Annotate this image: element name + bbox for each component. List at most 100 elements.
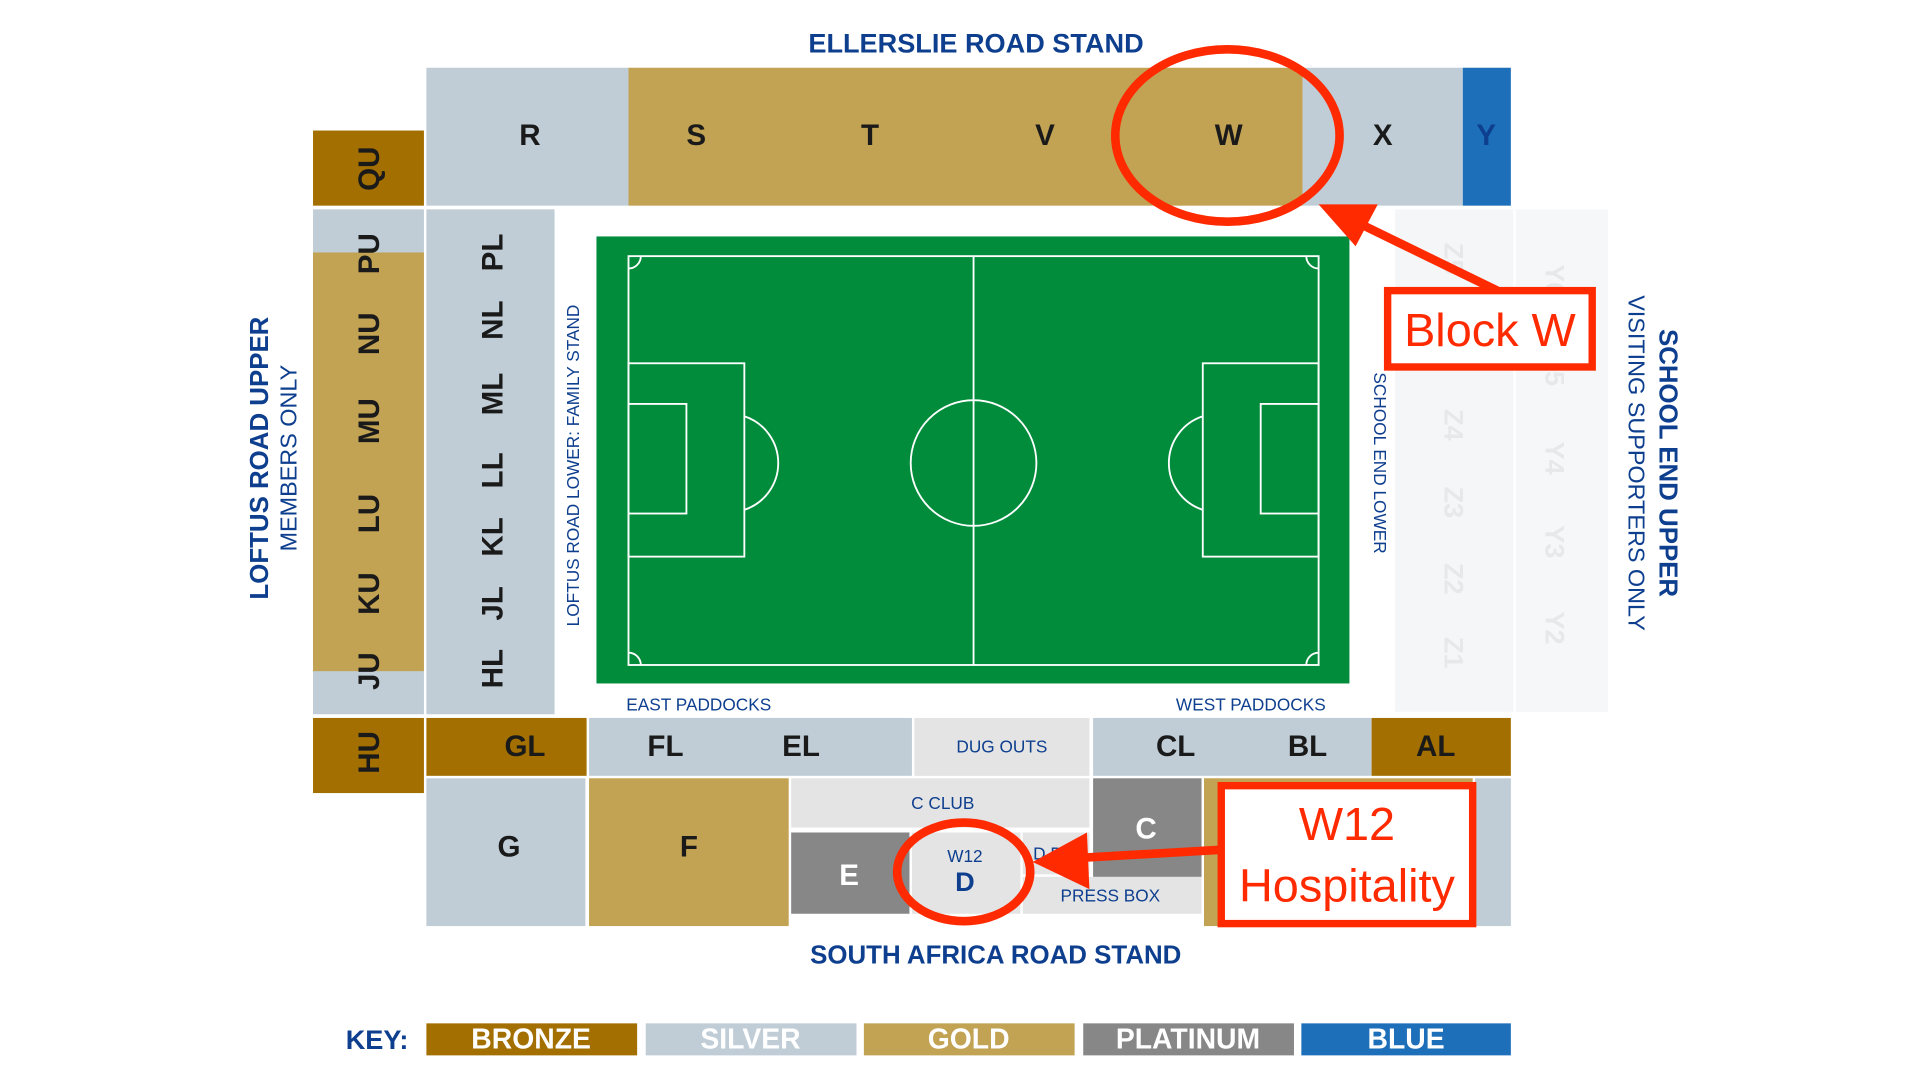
east-paddocks-label: EAST PADDOCKS [626,694,771,714]
label-fl: FL [647,730,683,763]
key-gold: GOLD [928,1023,1010,1055]
label-g: G [497,831,520,864]
school-end-lower-title: SCHOOL END LOWER [1370,372,1390,553]
label-c-club: C CLUB [911,793,974,813]
block-qu[interactable] [313,130,424,206]
w12-callout-line2: Hospitality [1239,859,1456,911]
label-y4: Y4 [1540,442,1571,475]
key-platinum: PLATINUM [1116,1023,1260,1055]
label-y: Y [1476,119,1496,152]
block-g[interactable] [426,778,586,927]
w12-arrowhead-icon [1032,832,1090,890]
loftus-road-lower-title: LOFTUS ROAD LOWER: FAMILY STAND [563,305,583,627]
label-al: AL [1416,730,1455,763]
label-gl: GL [504,730,545,763]
key-blue-swatch [1301,1023,1511,1056]
key-blue: BLUE [1368,1023,1445,1055]
label-r: R [519,119,540,152]
label-z1: Z1 [1439,637,1470,669]
label-dug-outs: DUG OUTS [956,736,1047,756]
press-box [1022,876,1202,914]
west-upper-gold[interactable] [313,252,424,672]
ellerslie-road-stand-title: ELLERSLIE ROAD STAND [808,28,1143,59]
label-z3: Z3 [1439,487,1470,519]
block-d[interactable] [911,832,1021,914]
block-e[interactable] [791,832,910,914]
label-y3: Y3 [1540,525,1571,558]
label-w12: W12 [947,846,982,866]
label-w: W [1215,119,1243,152]
pitch [596,236,1350,684]
block-a[interactable] [1475,778,1511,927]
label-y2: Y2 [1540,611,1571,644]
key-gold-swatch [863,1023,1075,1056]
label-z2: Z2 [1439,563,1470,595]
label-hl: HL [476,649,509,688]
label-pu: PU [353,233,386,274]
label-mu: MU [353,398,386,444]
label-hu: HU [353,731,386,774]
label-f: F [680,831,698,864]
label-kl: KL [476,517,509,556]
block-al[interactable] [1371,717,1511,776]
label-s: S [686,119,706,152]
visiting-supporters-note: VISITING SUPPORTERS ONLY [1624,295,1650,631]
west-upper-labels: QU PU NU MU LU KU JU HU [353,147,386,774]
label-cl: CL [1156,730,1195,763]
key-label: KEY: [346,1024,409,1055]
block-y[interactable] [1462,67,1511,206]
label-press-box: PRESS BOX [1061,885,1161,905]
label-ll: LL [476,452,509,488]
block-w-highlight-circle [1110,44,1344,226]
label-d: D [955,866,975,897]
key-silver: SILVER [700,1023,800,1055]
label-nl: NL [476,300,509,339]
key-bronze-swatch [426,1023,638,1056]
block-w-annotation: Block W [1110,44,1596,371]
school-end-upper-title: SCHOOL END UPPER [1653,329,1681,597]
label-pl: PL [476,234,509,272]
block-w-arrow-line [1353,217,1500,295]
block-w-callout-text: Block W [1404,304,1576,356]
label-z4: Z4 [1439,409,1470,441]
block-w-callout-box [1383,286,1596,371]
loftus-road-upper-title: LOFTUS ROAD UPPER [246,316,274,599]
label-e: E [839,859,859,892]
block-f[interactable] [589,778,789,927]
label-ml: ML [476,373,509,416]
w12-highlight-circle [892,818,1035,926]
label-qu: QU [353,147,386,191]
w12-callout-box [1217,781,1477,928]
label-jl: JL [476,586,509,620]
w12-annotation: W12 Hospitality [892,781,1477,928]
c-club[interactable] [791,778,1090,828]
block-w-arrowhead-icon [1318,204,1378,247]
key-platinum-swatch [1083,1023,1294,1056]
blocks-cl-bl[interactable] [1093,717,1372,776]
label-bl: BL [1288,730,1327,763]
dug-outs [914,717,1090,776]
key-bronze: BRONZE [471,1023,591,1055]
block-r[interactable] [426,67,629,206]
south-africa-road-stand-title: SOUTH AFRICA ROAD STAND [810,942,1181,970]
west-lower-labels: PL NL ML LL KL JL HL [476,234,509,689]
label-v: V [1035,119,1055,152]
label-c: C [1135,812,1156,845]
key-silver-swatch [645,1023,857,1056]
block-x[interactable] [1302,67,1463,206]
block-hu[interactable] [313,717,424,794]
west-lower-stand[interactable] [426,209,555,715]
label-el: EL [782,730,820,763]
blocks-fl-el[interactable] [589,717,912,776]
label-t: T [861,119,879,152]
blocks-s-to-w[interactable] [628,67,1303,206]
block-gl[interactable] [426,717,587,776]
west-paddocks-label: WEST PADDOCKS [1176,694,1326,714]
label-lu: LU [353,494,386,533]
w12-arrow-line [1071,845,1223,863]
label-ku: KU [353,572,386,615]
label-x: X [1373,119,1393,152]
label-nu: NU [353,312,386,355]
legend: KEY: BRONZE SILVER GOLD PLATINUM BLUE [346,1023,1511,1056]
